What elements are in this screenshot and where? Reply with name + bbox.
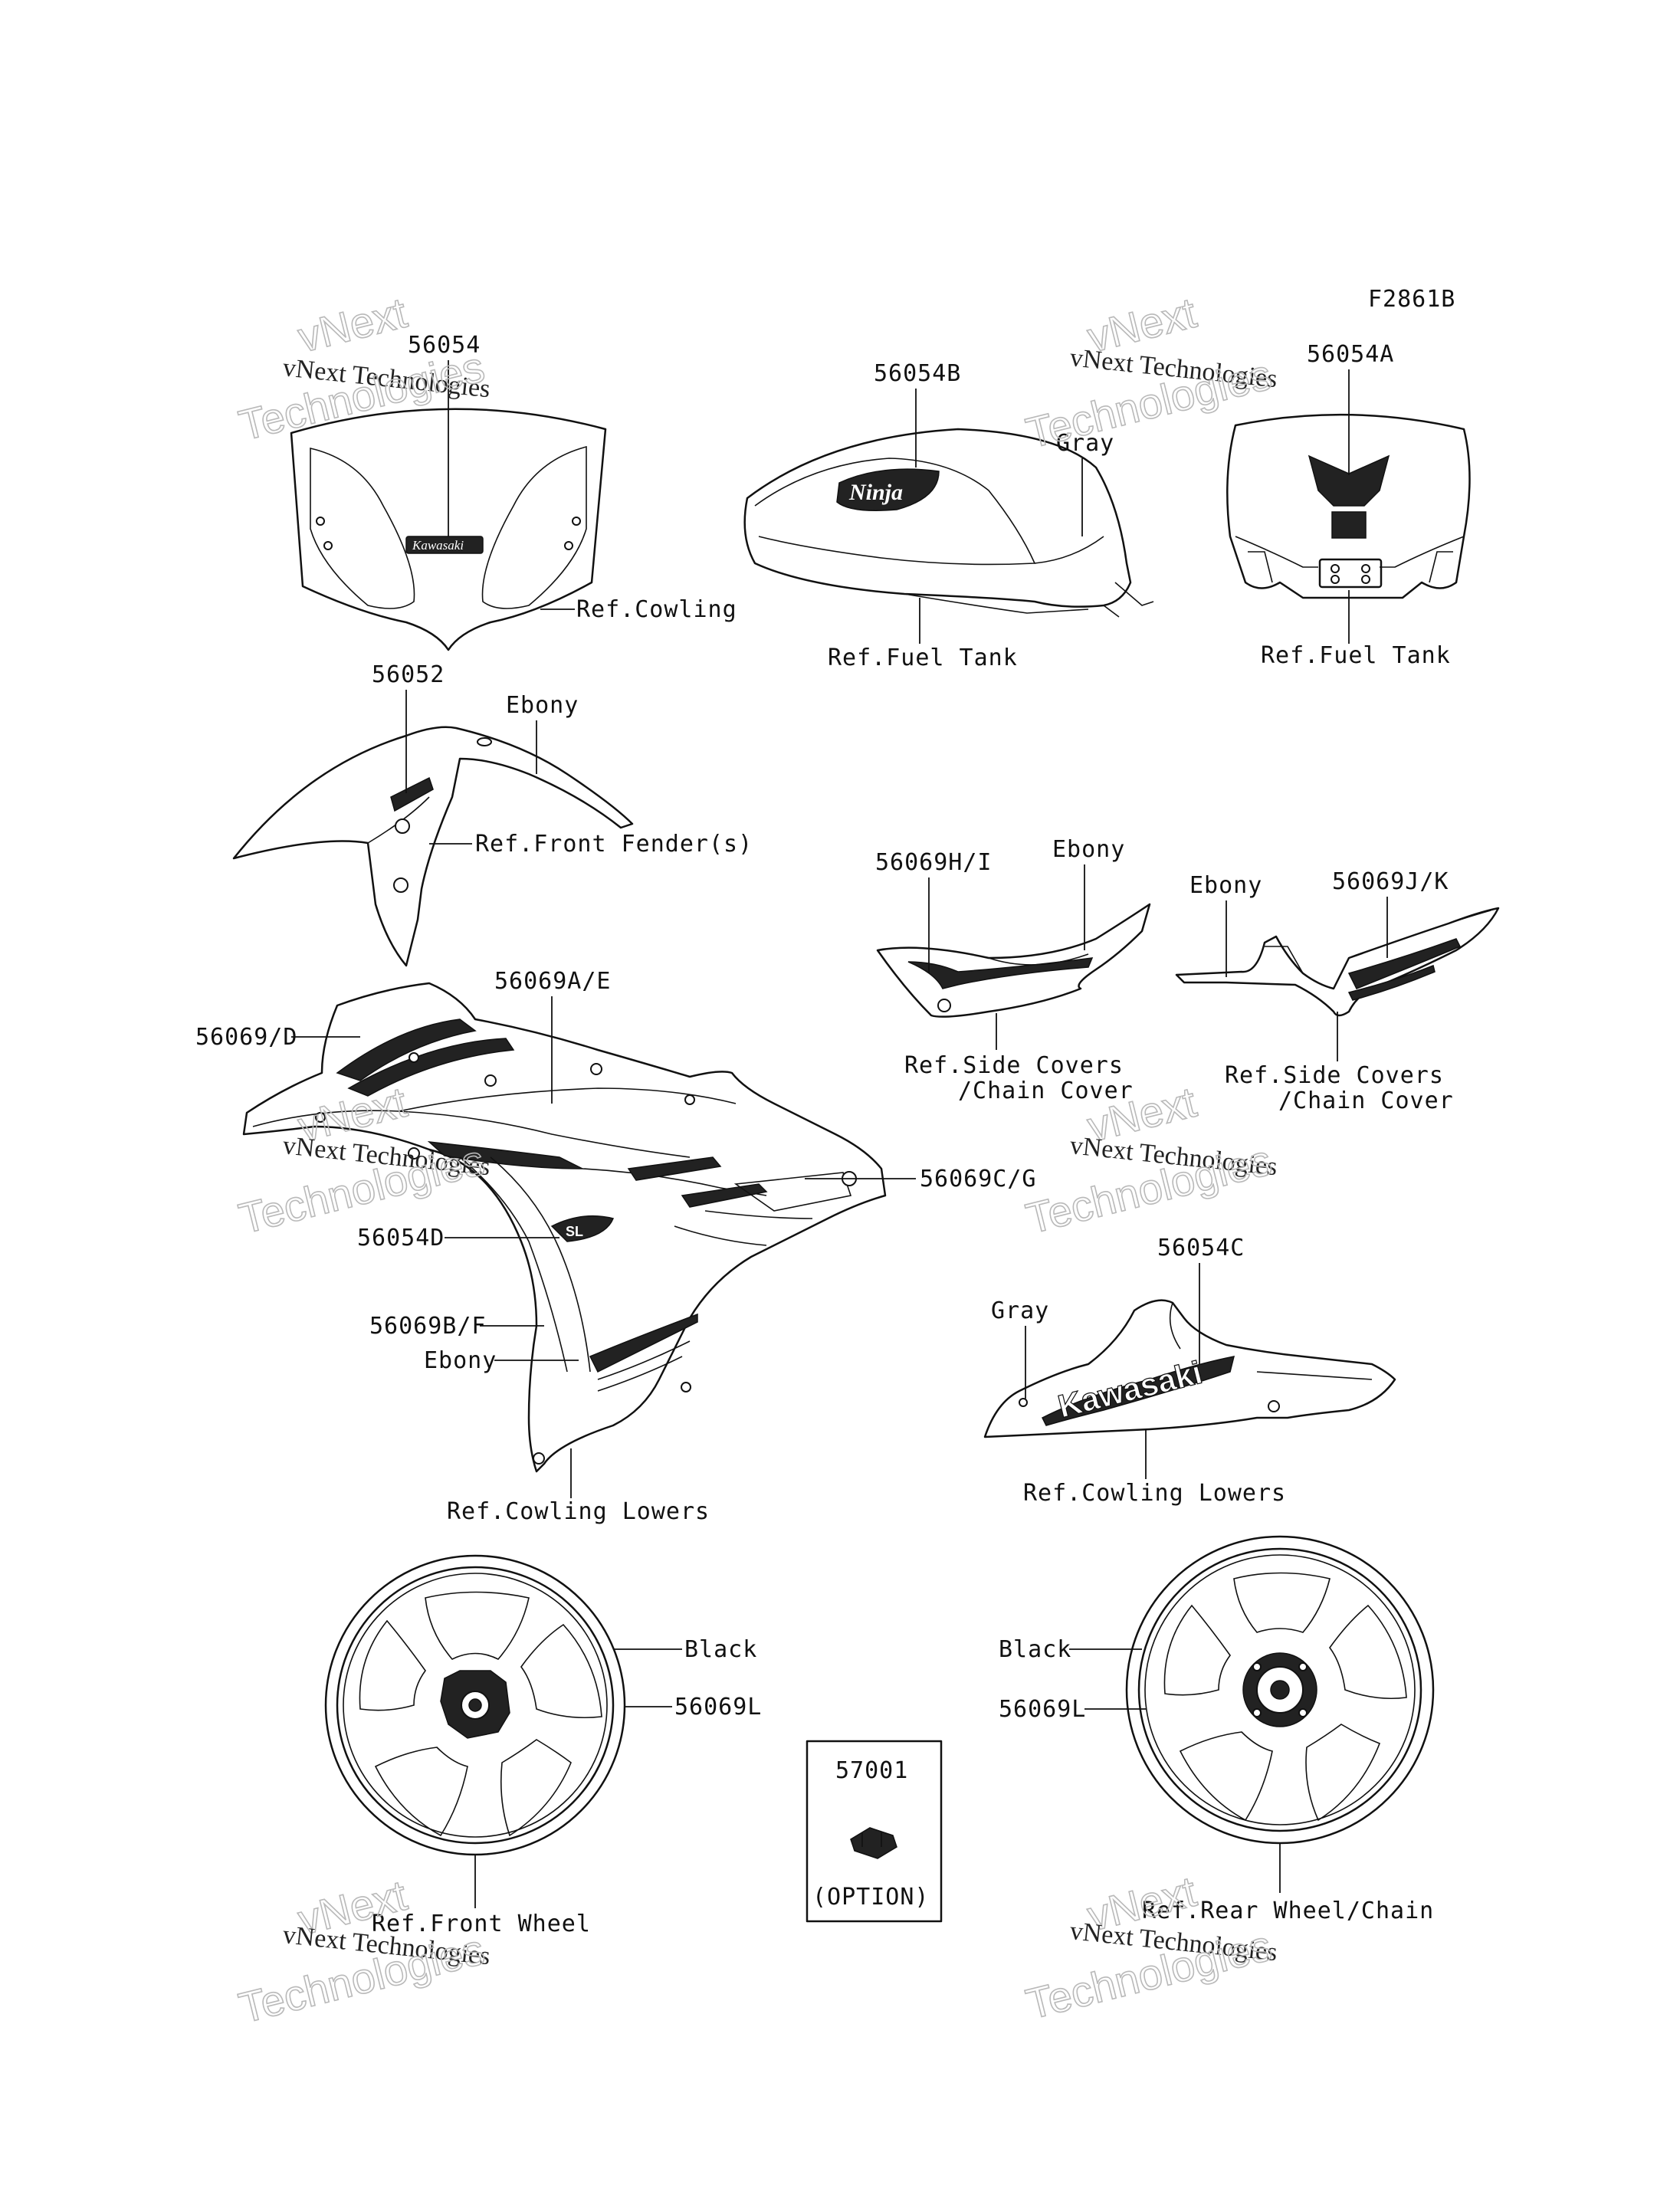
label-ref-side-covers-1a: Ref.Side Covers <box>904 1052 1124 1079</box>
side-cowling-part: SL <box>242 982 887 1473</box>
side-cover-right-part <box>1175 907 1500 1017</box>
label-56054: 56054 <box>408 332 481 359</box>
label-ref-cowling: Ref.Cowling <box>576 596 737 623</box>
label-56054b: 56054B <box>874 360 961 387</box>
label-56069l-front: 56069L <box>674 1694 762 1720</box>
label-ref-cowling-lowers-1: Ref.Cowling Lowers <box>447 1498 710 1525</box>
kawasaki-small-decal-text: Kawasaki <box>412 538 464 553</box>
label-ebony-side1: Ebony <box>1052 836 1125 863</box>
label-56069bf: 56069B/F <box>369 1313 487 1340</box>
watermark-mid-left: vNext vNext Technologies Technologies <box>234 1077 491 1243</box>
windscreen-part: Kawasaki <box>290 408 607 651</box>
label-ref-side-covers-2b: /Chain Cover <box>1278 1087 1454 1114</box>
label-56069ae: 56069A/E <box>494 968 612 995</box>
label-56054d: 56054D <box>357 1225 445 1251</box>
label-56069cg: 56069C/G <box>920 1166 1037 1192</box>
label-black-front: Black <box>684 1636 757 1663</box>
label-ref-rear-wheel: Ref.Rear Wheel/Chain <box>1142 1898 1434 1924</box>
label-ref-side-covers-1b: /Chain Cover <box>958 1078 1134 1104</box>
label-ebony-lower: Ebony <box>424 1347 497 1374</box>
label-56054a: 56054A <box>1307 341 1394 368</box>
label-ebony-side2: Ebony <box>1189 872 1262 899</box>
side-cover-left-part <box>876 903 1151 1018</box>
ninja-decal-text: Ninja <box>848 480 903 505</box>
option-box <box>806 1740 943 1923</box>
svg-text:Technologies: Technologies <box>235 342 489 449</box>
label-56069hi: 56069H/I <box>875 849 993 876</box>
label-ref-fuel-tank-2: Ref.Fuel Tank <box>1261 642 1451 669</box>
figure-code: F2861B <box>1368 286 1455 313</box>
label-56069l-rear: 56069L <box>999 1696 1086 1723</box>
model-decal-text: SL <box>566 1224 583 1239</box>
watermark-bottom-left: vNext vNext Technologies Technologies <box>234 1870 491 2032</box>
fuel-tank-part: Ninja <box>743 428 1154 618</box>
label-ref-front-fender: Ref.Front Fender(s) <box>475 831 753 858</box>
label-gray-lower: Gray <box>991 1297 1049 1324</box>
rear-wheel-part <box>1125 1535 1435 1845</box>
label-gray-tank: Gray <box>1056 430 1114 457</box>
front-fender-part <box>232 726 634 967</box>
watermark-bottom-right: vNext vNext Technologies Technologies <box>1021 1866 1278 2029</box>
label-56054c: 56054C <box>1157 1235 1245 1261</box>
label-ref-fuel-tank-1: Ref.Fuel Tank <box>828 645 1018 671</box>
tank-top-part <box>1226 413 1471 599</box>
front-wheel-part <box>324 1554 626 1856</box>
label-56052: 56052 <box>372 661 445 688</box>
label-ref-cowling-lowers-2: Ref.Cowling Lowers <box>1023 1480 1286 1507</box>
watermark-top-left: vNext vNext Technologies Technologies <box>234 287 491 450</box>
kawasaki-large-decal-text: Kawasaki <box>1055 1354 1206 1425</box>
label-option: (OPTION) <box>812 1884 930 1911</box>
watermark-top-right: vNext vNext Technologies Technologies <box>1021 287 1278 458</box>
label-57001: 57001 <box>835 1757 908 1784</box>
svg-text:vNext: vNext <box>294 288 412 362</box>
label-ref-front-wheel: Ref.Front Wheel <box>372 1911 591 1937</box>
label-56069jk: 56069J/K <box>1332 868 1449 895</box>
label-ref-side-covers-2a: Ref.Side Covers <box>1225 1062 1444 1089</box>
label-black-rear: Black <box>999 1636 1071 1663</box>
label-56069d: 56069/D <box>195 1024 297 1051</box>
label-ebony-fender: Ebony <box>506 692 579 719</box>
